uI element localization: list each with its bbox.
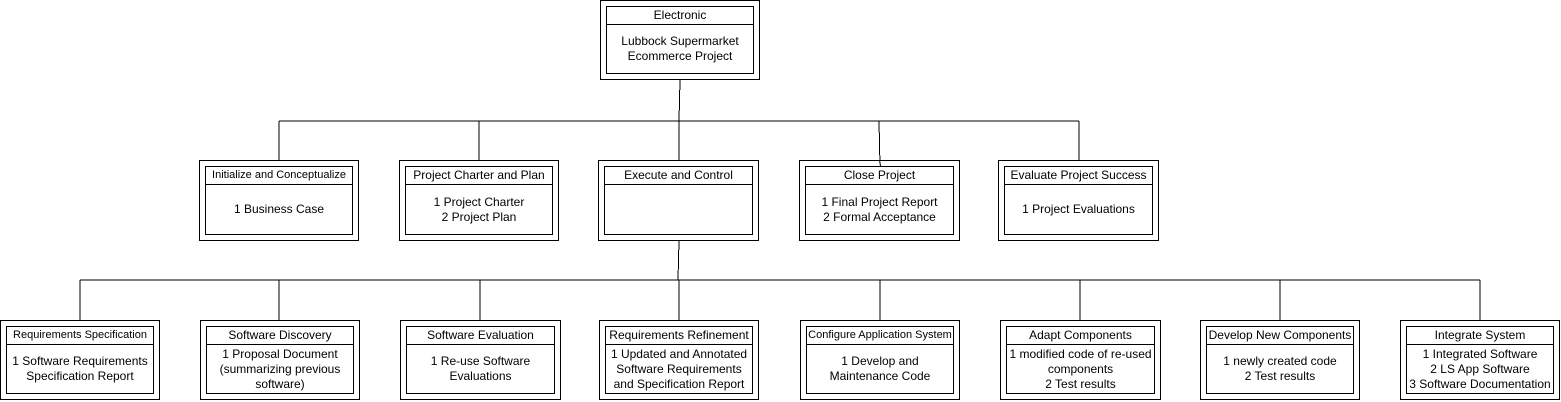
task-software-discovery: Software Discovery 1 Proposal Document (… [200,320,360,400]
task-software-evaluation: Software Evaluation 1 Re-use Software Ev… [400,320,561,400]
phase-initialize-and-conceptualize: Initialize and Conceptualize 1 Business … [199,160,359,241]
phase-title: Initialize and Conceptualize [206,167,352,185]
task-line: (summarizing previous [219,361,341,376]
root-node: Electronic Lubbock Supermarket Ecommerce… [600,0,760,80]
phase-body: 1 Project Charter 2 Project Plan [406,185,552,234]
phase-line: 2 Project Plan [441,209,517,224]
root-node-line: Lubbock Supermarket [621,34,739,48]
task-integrate-system: Integrate System 1 Integrated Software 2… [1400,320,1560,400]
task-line: Evaluations [449,369,512,383]
root-node-inner: Electronic Lubbock Supermarket Ecommerce… [606,6,754,74]
task-inner: Software Evaluation 1 Re-use Software Ev… [406,326,555,394]
task-body: 1 Develop and Maintenance Code [807,345,953,393]
task-title: Requirements Specification [7,327,153,345]
phase-line: 2 Formal Acceptance [823,209,936,224]
phase-line: 1 Final Project Report [821,194,938,209]
task-body: 1 Proposal Document (summarizing previou… [207,345,353,393]
task-line: Maintenance Code [829,369,931,383]
task-title: Software Discovery [207,327,353,345]
task-title: Integrate System [1407,327,1553,345]
task-inner: Adapt Components 1 modified code of re-u… [1006,326,1155,394]
task-inner: Software Discovery 1 Proposal Document (… [206,326,354,394]
task-inner: Integrate System 1 Integrated Software 2… [1406,326,1554,394]
task-line: 2 LS App Software [1430,361,1530,376]
phase-project-charter-and-plan: Project Charter and Plan 1 Project Chart… [399,160,559,241]
phase-line: 1 Project Evaluations [1022,202,1135,216]
task-line: 1 newly created code [1223,354,1337,368]
task-line: 1 Re-use Software [430,354,531,368]
task-line: and Specification Report [613,376,745,391]
phase-body: 1 Final Project Report 2 Formal Acceptan… [806,185,953,234]
task-title: Develop New Components [1207,327,1353,345]
phase-inner: Evaluate Project Success 1 Project Evalu… [1004,166,1153,235]
phase-title: Execute and Control [605,167,752,185]
task-body: 1 Software Requirements Specification Re… [7,345,153,393]
phase-title: Evaluate Project Success [1005,167,1152,185]
connector-root-down [678,79,681,122]
task-adapt-components: Adapt Components 1 modified code of re-u… [1000,320,1161,400]
phase-title: Project Charter and Plan [406,167,552,185]
task-body: 1 newly created code 2 Test results [1207,345,1353,393]
phase-execute-and-control: Execute and Control [598,160,759,241]
task-inner: Develop New Components 1 newly created c… [1206,326,1354,394]
phase-inner: Close Project 1 Final Project Report 2 F… [805,166,954,235]
task-line: software) [255,376,305,391]
phase-body: 1 Project Evaluations [1005,185,1152,234]
task-line: 1 modified code of re-used [1009,346,1152,361]
task-configure-application-system: Configure Application System 1 Develop a… [800,320,960,400]
root-node-line: Ecommerce Project [627,49,733,63]
task-inner: Requirements Refinement 1 Updated and An… [605,326,753,394]
phase-inner: Project Charter and Plan 1 Project Chart… [405,166,553,235]
root-node-body: Lubbock Supermarket Ecommerce Project [607,25,753,73]
phase-inner: Initialize and Conceptualize 1 Business … [205,166,353,235]
task-line: 1 Develop and [841,354,919,368]
connector-execute-down [677,239,680,281]
task-requirements-specification: Requirements Specification 1 Software Re… [0,320,160,400]
task-requirements-refinement: Requirements Refinement 1 Updated and An… [599,320,759,400]
connector-phase-4 [878,120,881,167]
task-title: Software Evaluation [407,327,554,345]
task-title: Adapt Components [1007,327,1154,345]
task-line: Software Requirements [616,361,742,376]
task-line: components [1047,361,1114,376]
task-title: Configure Application System [807,327,953,345]
phase-inner: Execute and Control [604,166,753,235]
phase-close-project: Close Project 1 Final Project Report 2 F… [799,160,960,241]
phase-body: 1 Business Case [206,185,352,234]
task-line: 2 Test results [1244,369,1316,383]
task-inner: Configure Application System 1 Develop a… [806,326,954,394]
task-body: 1 Updated and Annotated Software Require… [606,345,752,393]
task-line: Specification Report [26,369,134,383]
task-line: 1 Integrated Software [1422,346,1538,361]
task-title: Requirements Refinement [606,327,752,345]
connector-phase-4-overlay [879,159,881,167]
phase-evaluate-project-success: Evaluate Project Success 1 Project Evalu… [998,160,1159,241]
task-line: 1 Updated and Annotated [610,346,748,361]
phase-title: Close Project [806,167,953,185]
task-body: 1 Re-use Software Evaluations [407,345,554,393]
task-body: 1 Integrated Software 2 LS App Software … [1407,345,1553,393]
task-inner: Requirements Specification 1 Software Re… [6,326,154,394]
task-body: 1 modified code of re-used components 2 … [1007,345,1154,393]
task-line: 2 Test results [1045,376,1116,391]
task-line: 1 Proposal Document [222,346,338,361]
task-develop-new-components: Develop New Components 1 newly created c… [1200,320,1360,400]
task-line: 3 Software Documentation [1409,376,1551,391]
phase-line: 1 Project Charter [433,194,525,209]
task-line: 1 Software Requirements [12,354,148,368]
root-node-title: Electronic [607,7,753,25]
phase-line: 1 Business Case [233,202,325,216]
